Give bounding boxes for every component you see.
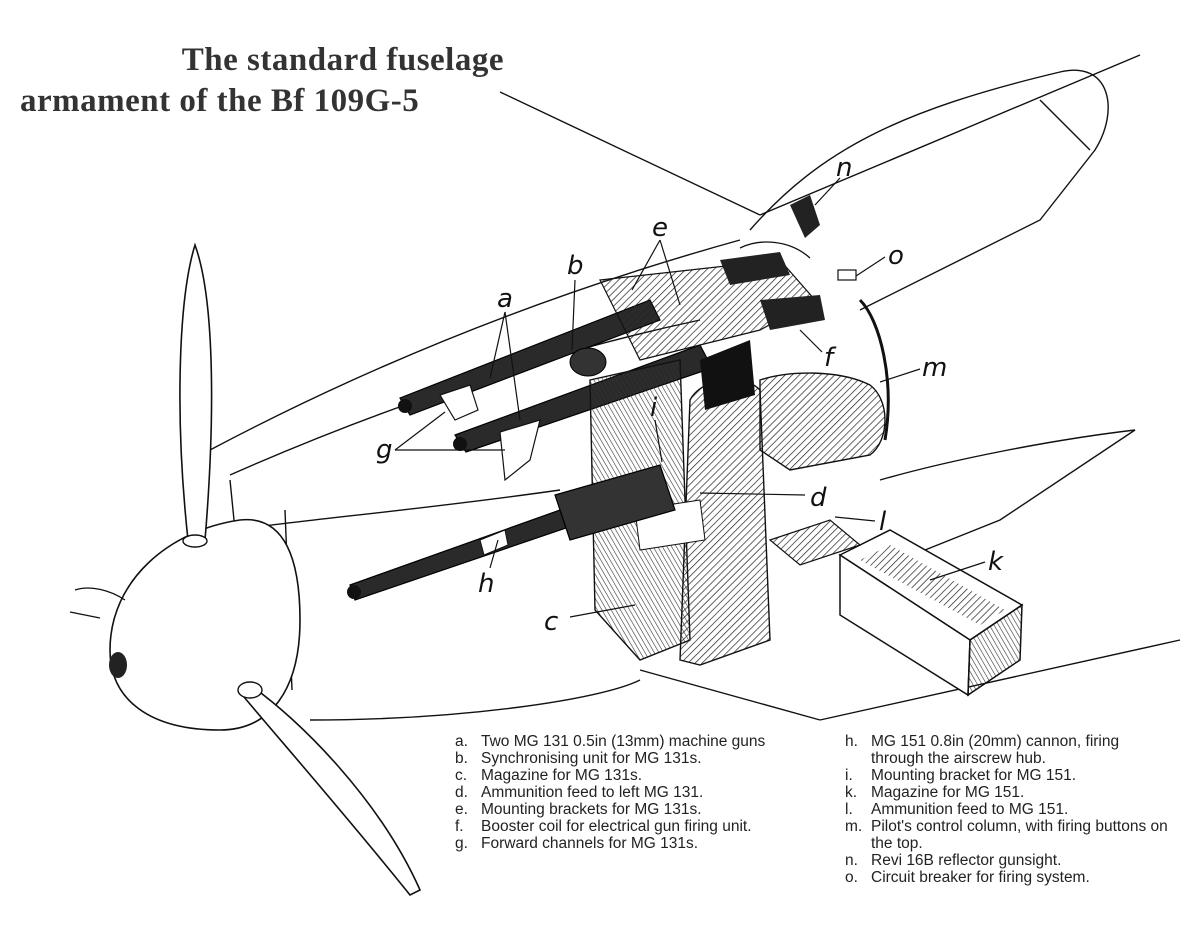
mg151-magazine-assembly [768,519,1024,697]
legend-item-h: h. MG 151 0.8in (20mm) cannon, firing thr… [845,733,1175,767]
legend-key: k. [845,784,858,801]
spinner-hub-opening [109,652,127,678]
synchronising-unit [569,347,607,377]
legend-text: Two MG 131 0.5in (13mm) machine guns [481,733,766,750]
legend-text: Magazine for MG 131s. [481,767,643,784]
leader-lines [394,177,986,618]
mg151-magazine-contents [860,545,1005,625]
legend-text: Ammunition feed to left MG 131. [481,784,704,801]
legend-text: Pilot's control column, with firing butt… [871,818,1168,852]
callout-h: h [478,569,494,599]
ammunition-box-upper [759,372,886,471]
legend-item-f: f. Booster coil for electrical gun firing… [455,818,815,835]
legend-item-l: l. Ammunition feed to MG 151. [845,801,1175,818]
callout-i: i [650,393,658,423]
propeller-blade-lower [243,683,422,897]
legend-text: Revi 16B reflector gunsight. [871,852,1062,869]
cockpit-items [739,195,890,471]
callout-o: o [888,241,904,271]
mg131-breech-upper [720,252,790,285]
opposite-blade-stub [74,587,126,601]
legend-item-g: g. Forward channels for MG 131s. [455,835,815,852]
mg151-body [554,464,676,541]
legend-key: h. [845,733,858,750]
legend-text: MG 151 0.8in (20mm) cannon, firing throu… [871,733,1120,767]
mg151-barrel-ring [479,529,509,556]
legend-item-c: c. Magazine for MG 131s. [455,767,815,784]
blade-root-upper [182,534,208,548]
legend-item-b: b. Synchronising unit for MG 131s. [455,750,815,767]
legend-item-i: i. Mounting bracket for MG 151. [845,767,1175,784]
callout-d: d [810,483,827,513]
legend-key: m. [845,818,863,835]
callout-m: m [922,353,947,383]
legend-key: n. [845,852,858,869]
legend-key: e. [455,801,468,818]
callout-k: k [988,547,1004,577]
legend-key: d. [455,784,468,801]
legend-text: Mounting brackets for MG 131s. [481,801,702,818]
instrument-panel-edge [739,241,811,259]
legend-text: Circuit breaker for firing system. [871,869,1090,886]
propeller-blade-upper [179,242,213,541]
mg151-magazine-side [967,603,1023,697]
legend-key: c. [455,767,468,784]
legend-key: g. [455,835,468,852]
callout-e: e [652,213,668,243]
ammunition-feed-mg151 [768,519,862,566]
mg131-magazine-assembly [589,340,771,666]
mg151-muzzle [347,585,361,599]
legend-key: o. [845,869,858,886]
opposite-blade-stub-edge [69,611,101,619]
callout-c: c [544,607,558,637]
legend-key: i. [845,767,853,784]
callout-n: n [836,153,852,183]
legend-text: Mounting bracket for MG 151. [871,767,1077,784]
forward-channel-right [499,419,541,482]
callout-labels: a b c d e f g h i k l m n o [376,153,1004,637]
forward-channel-left [439,384,479,421]
mg151-barrel [349,509,567,601]
legend-item-k: k. Magazine for MG 151. [845,784,1175,801]
legend-key: a. [455,733,468,750]
legend-right: h. MG 151 0.8in (20mm) cannon, firing thr… [845,733,1175,886]
legend-item-d: d. Ammunition feed to left MG 131. [455,784,815,801]
legend-text: Magazine for MG 151. [871,784,1025,801]
feed-chute-top [700,340,755,410]
callout-g: g [376,435,393,465]
legend-text: Synchronising unit for MG 131s. [481,750,702,767]
legend-left: a. Two MG 131 0.5in (13mm) machine guns b… [455,733,815,852]
legend-text: Forward channels for MG 131s. [481,835,699,852]
propeller [69,242,422,897]
legend-item-o: o. Circuit breaker for firing system. [845,869,1175,886]
legend-item-e: e. Mounting brackets for MG 131s. [455,801,815,818]
callout-f: f [824,343,837,373]
circuit-breaker [837,269,857,281]
legend-key: l. [845,801,853,818]
legend-item-m: m. Pilot's control column, with firing bu… [845,818,1175,852]
diagram-title: The standard fuselage armament of the Bf… [20,40,510,122]
title-line-2: armament of the Bf 109G-5 [20,83,420,119]
spinner [109,518,301,731]
legend-key: b. [455,750,468,767]
control-column [858,298,890,441]
legend-text: Booster coil for electrical gun firing u… [481,818,752,835]
legend-item-a: a. Two MG 131 0.5in (13mm) machine guns [455,733,815,750]
mg131-breech-lower [760,295,825,330]
legend-key: f. [455,818,464,835]
callout-a: a [497,284,513,314]
mg131-left-muzzle [398,399,412,413]
blade-root-lower [237,681,263,699]
gunsight [790,195,820,238]
callout-b: b [567,251,584,281]
callout-l: l [879,507,887,537]
legend-item-n: n. Revi 16B reflector gunsight. [845,852,1175,869]
legend-text: Ammunition feed to MG 151. [871,801,1069,818]
mg131-right-muzzle [453,437,467,451]
mg151-cannon [347,464,676,601]
title-line-1: The standard fuselage [181,42,504,78]
